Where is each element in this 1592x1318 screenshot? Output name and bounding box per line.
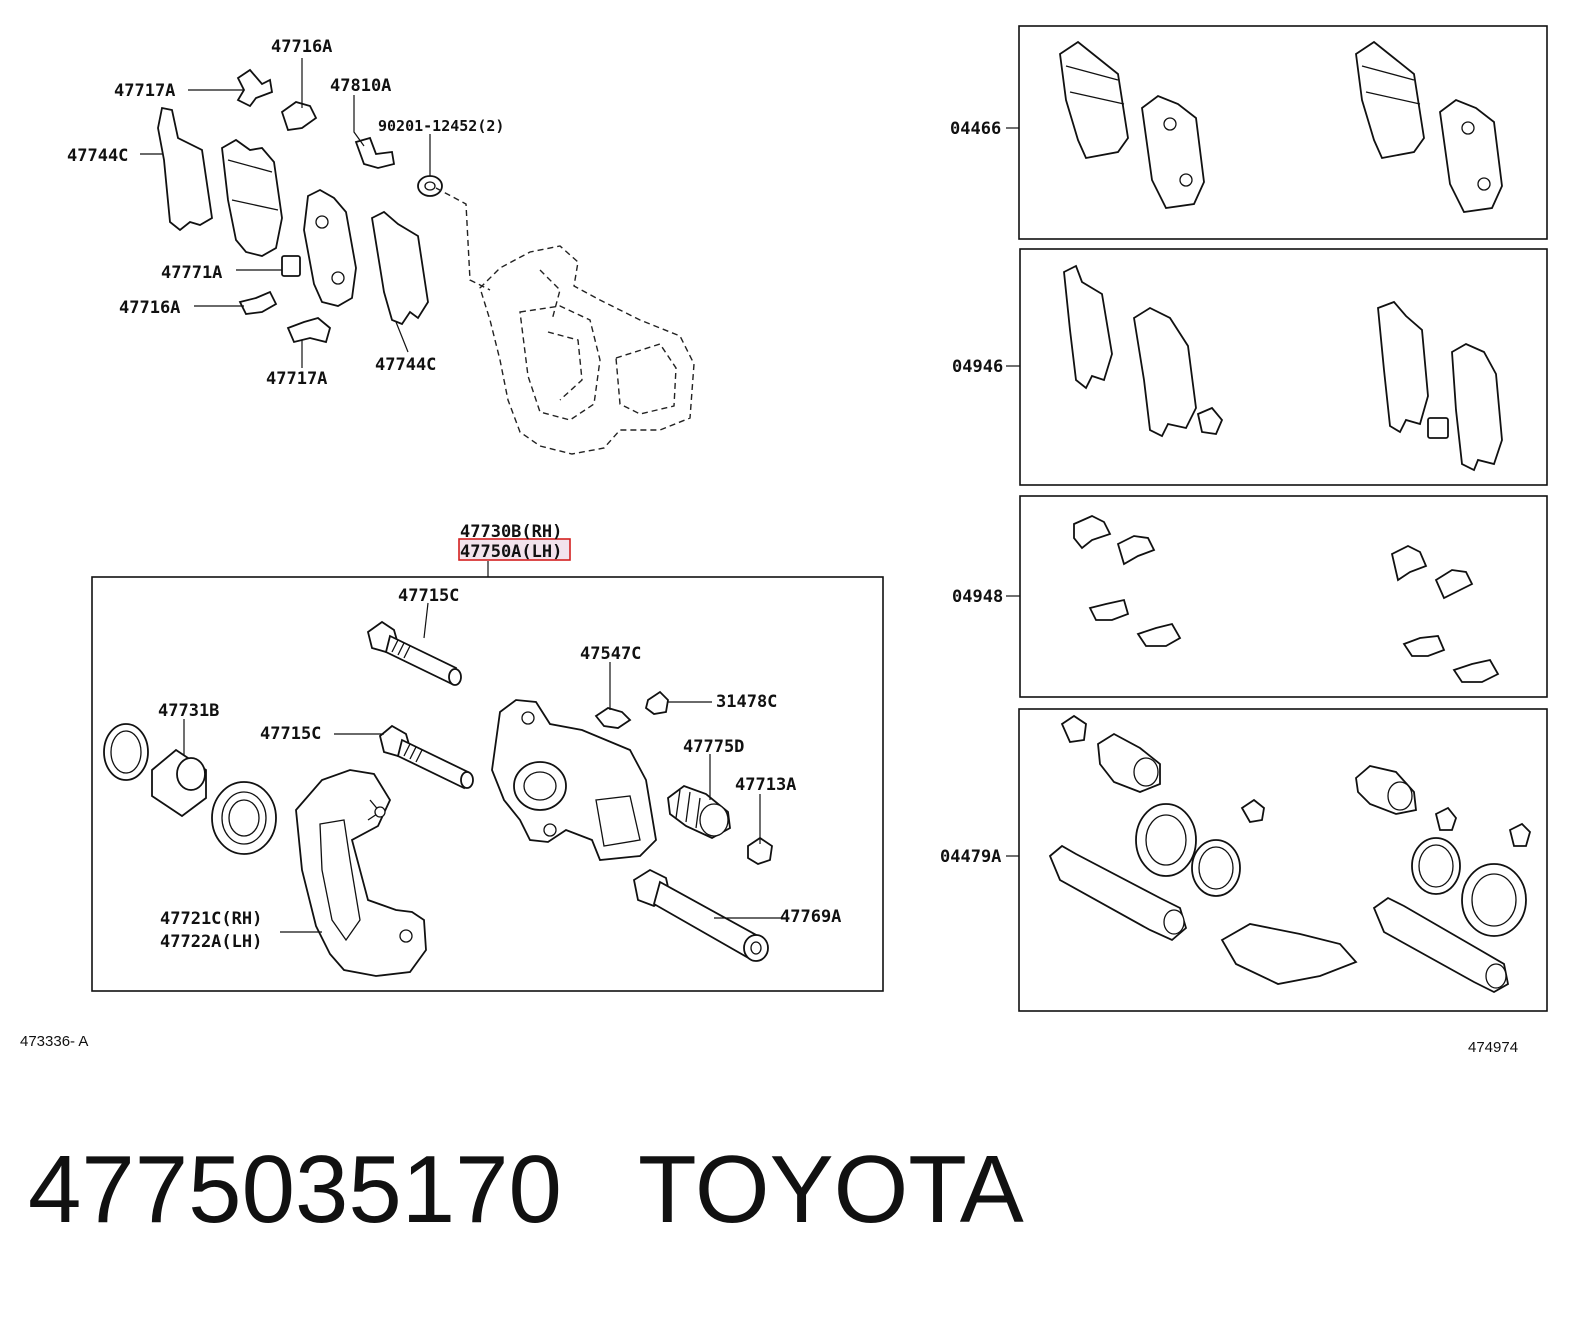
kit-label-04946: 04946 <box>952 357 1003 377</box>
kit-04946-parts <box>1063 264 1503 472</box>
callout-47717A-top: 47717A <box>114 81 175 101</box>
slide-pin-bottom <box>632 868 769 962</box>
callout-47715C-top: 47715C <box>398 586 459 606</box>
part-number-caption: 4775035170 <box>28 1136 562 1243</box>
callout-47744C-left: 47744C <box>67 146 128 166</box>
callouts-top-left: 47716A 47717A 47810A 90201-12452(2) 4774… <box>67 37 504 389</box>
callout-47750A-LH: 47750A(LH) <box>460 542 562 562</box>
wear-indicator <box>281 255 301 277</box>
callouts-caliper: 47715C 47547C 31478C 47731B 47715C 47775… <box>158 586 841 952</box>
slide-pin-mid <box>378 724 474 790</box>
callout-31478C: 31478C <box>716 692 777 712</box>
slide-bushing-boot <box>667 784 731 840</box>
ref-code-right: 474974 <box>1468 1039 1518 1056</box>
callout-47730B-RH: 47730B(RH) <box>460 522 562 542</box>
callout-47775D: 47775D <box>683 737 744 757</box>
kit-04466-frame <box>1018 25 1548 240</box>
callout-47731B: 47731B <box>158 701 219 721</box>
caliper-body <box>491 699 657 861</box>
bleeder-plug <box>354 136 396 169</box>
callout-90201-12452: 90201-12452(2) <box>378 117 504 135</box>
highlight-47750A <box>458 538 571 561</box>
callout-47713A: 47713A <box>735 775 796 795</box>
kit-label-04479A: 04479A <box>940 847 1001 867</box>
callout-47744C-right: 47744C <box>375 355 436 375</box>
pad-clip-top <box>280 101 318 131</box>
pad-support-plate-bottom <box>238 290 278 315</box>
callout-47721C-RH: 47721C(RH) <box>160 909 262 929</box>
kit-04946-frame <box>1019 248 1548 486</box>
caliper-mounting-bracket <box>295 769 427 977</box>
caliper-outline-ghost <box>479 245 695 455</box>
kit-04479A-parts <box>1048 714 1532 994</box>
kit-label-04466: 04466 <box>950 119 1001 139</box>
callout-47716A-bottom: 47716A <box>119 298 180 318</box>
caliper-parts-group <box>103 620 773 977</box>
pad-assembly-group <box>157 68 695 455</box>
callout-47547C: 47547C <box>580 644 641 664</box>
brake-pad-right <box>303 188 357 307</box>
callout-47722A-LH: 47722A(LH) <box>160 932 262 952</box>
kit-04466-parts <box>1059 40 1503 213</box>
ref-code-left: 473336- A <box>20 1033 88 1050</box>
kit-04948-parts <box>1073 515 1500 683</box>
kit-04479A-frame <box>1018 708 1548 1012</box>
pad-support-plate-top <box>236 68 274 108</box>
pad-clip-bottom <box>286 317 332 344</box>
piston <box>151 748 207 818</box>
callout-47715C-mid: 47715C <box>260 724 321 744</box>
anti-squeal-shim-left <box>157 106 213 232</box>
cylinder-boot <box>211 781 277 855</box>
slide-pin-top <box>366 620 462 686</box>
callout-47716A-top: 47716A <box>271 37 332 57</box>
callout-47810A: 47810A <box>330 76 391 96</box>
anti-squeal-shim-right <box>371 210 429 326</box>
callout-47769A: 47769A <box>780 907 841 927</box>
brake-pad-left <box>221 138 283 257</box>
leaders-caliper <box>183 602 782 933</box>
leaders-top-left <box>140 58 431 368</box>
callout-47717A-bottom: 47717A <box>266 369 327 389</box>
bleeder-cap <box>644 690 669 715</box>
caliper-assembly-frame <box>91 576 884 992</box>
kit-label-04948: 04948 <box>952 587 1003 607</box>
bleeder-plug-caliper <box>594 707 632 729</box>
brand-caption: TOYOTA <box>638 1136 1024 1243</box>
callout-47771A: 47771A <box>161 263 222 283</box>
